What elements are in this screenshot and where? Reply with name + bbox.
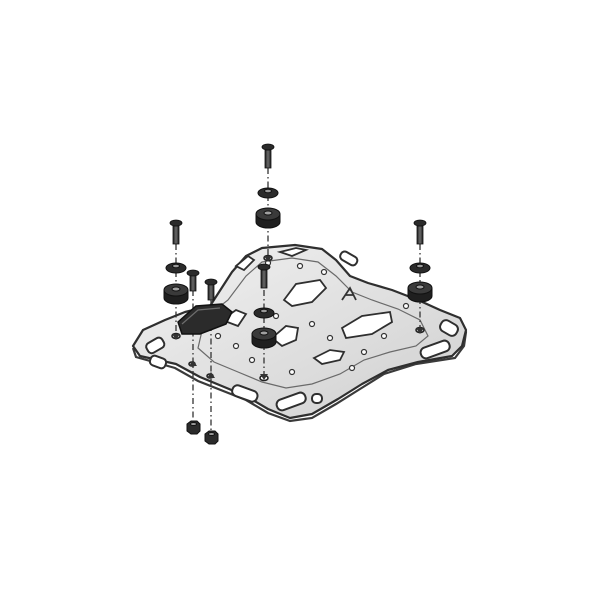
bolt-head: [204, 278, 218, 286]
damper-center: [251, 327, 277, 349]
washer-right: [409, 262, 431, 274]
hole: [320, 268, 328, 276]
washer-hole: [172, 263, 180, 269]
nuts: [186, 420, 219, 445]
nut-hole: [190, 422, 197, 426]
bracket-highlight: [181, 307, 221, 325]
bolt-bracket-left: [186, 269, 200, 292]
damper-top-center: [255, 207, 281, 229]
cutout-top-left-slot: [234, 254, 256, 272]
washer-top-center: [257, 187, 279, 199]
handle-right-upper: [439, 319, 459, 337]
cutout-right-large: [340, 310, 394, 339]
rack-plate-top: [131, 243, 468, 420]
cutout-center-lower: [312, 349, 346, 365]
arrow-down-icon: [416, 328, 424, 334]
arrow-down-icon: [264, 256, 272, 262]
rack-plate-raised-area: [197, 257, 429, 389]
damper-right: [407, 281, 433, 303]
damper-left: [163, 283, 189, 305]
hole: [402, 302, 410, 310]
bolt-shaft: [172, 225, 180, 245]
damper-hole: [259, 330, 269, 336]
handle-bottom-center: [275, 391, 307, 412]
bolt-shaft: [260, 269, 268, 289]
bolt-head: [169, 219, 183, 227]
bolt-head: [257, 263, 271, 271]
bolt-bracket-right: [204, 278, 218, 301]
assembly-arrows: [172, 256, 424, 380]
nut-left: [186, 420, 201, 435]
hole: [348, 364, 356, 372]
hole: [326, 334, 334, 342]
washer-hole: [416, 263, 424, 269]
bolt-right: [413, 219, 427, 245]
rack-plate-cutouts: [220, 247, 394, 365]
hole: [296, 262, 304, 270]
damper-hole: [171, 286, 181, 292]
cutout-top-center: [282, 279, 328, 307]
hole: [214, 332, 222, 340]
handle-left-upper: [145, 336, 166, 355]
rack-plate-edge: [131, 325, 468, 423]
damper-hole: [415, 284, 425, 290]
bolt-head: [186, 269, 200, 277]
bolt-top-center: [261, 143, 275, 169]
nut-right: [204, 430, 219, 445]
adapter-bracket: [177, 303, 233, 335]
hole: [380, 332, 388, 340]
logo-mark: [341, 286, 357, 301]
arrow-up-icon: [189, 360, 197, 366]
handle-bottom-left: [231, 384, 259, 403]
handle-right-lower: [419, 339, 451, 360]
rack-plate: [131, 243, 468, 423]
lashing-handles: [145, 250, 459, 412]
washer-hole: [264, 188, 272, 194]
arrow-up-icon: [207, 372, 215, 378]
bolt-left: [169, 219, 183, 245]
hole: [360, 348, 368, 356]
dampers: [163, 207, 433, 349]
damper-hole: [263, 210, 273, 216]
bolt-center: [257, 263, 271, 289]
bolt-shaft: [416, 225, 424, 245]
bracket-body: [177, 303, 233, 335]
washer-center: [253, 307, 275, 319]
hole: [272, 312, 280, 320]
washer-left: [165, 262, 187, 274]
hole: [288, 368, 296, 376]
arrow-down-icon: [172, 334, 180, 340]
hole: [308, 320, 316, 328]
cutout-center: [270, 325, 300, 348]
bolt-shaft: [264, 149, 272, 169]
washers: [165, 187, 431, 319]
bolt-head: [413, 219, 427, 227]
bolt-shaft: [207, 283, 215, 301]
hole: [232, 342, 240, 350]
bolt-shaft: [189, 274, 197, 292]
cutout-top-slot: [276, 247, 310, 257]
washer-hole: [260, 308, 268, 314]
hole: [248, 356, 256, 364]
arrow-down-icon: [260, 374, 268, 380]
nut-hole: [208, 432, 215, 436]
bolt-head: [261, 143, 275, 151]
handle-left-lower: [148, 354, 168, 370]
handle-bottom-small: [311, 393, 323, 404]
handle-top-right: [339, 250, 359, 267]
